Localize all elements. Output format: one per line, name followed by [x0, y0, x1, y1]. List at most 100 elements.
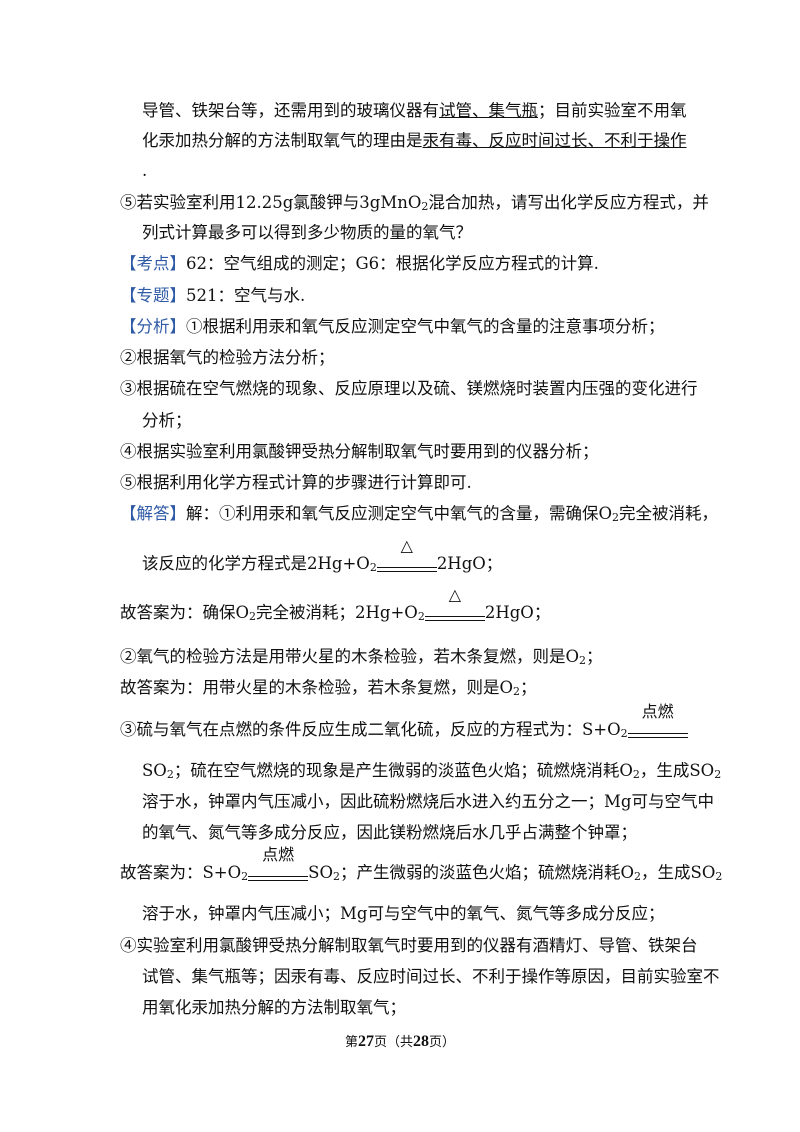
subscript: 2 [369, 561, 377, 574]
text: ；产生微弱的淡蓝色火焰；硫燃烧消耗O [340, 863, 635, 882]
text: 521：空气与水. [186, 286, 306, 305]
heat-condition: △ [448, 585, 461, 604]
text: 故答案为：S+O [120, 863, 242, 882]
zhuanti-line: 【专题】521：空气与水. [120, 285, 305, 307]
subscript: 2 [333, 870, 340, 883]
subscript: 2 [632, 768, 640, 781]
text: SO [308, 863, 333, 882]
text: ；硫在空气燃烧的现象是产生微弱的淡蓝色火焰；硫燃烧消耗O [173, 761, 633, 780]
page-footer: 第27页（共28页） [0, 1031, 800, 1051]
text: ； [520, 678, 537, 697]
text: ②氧气的检验方法是用带火星的木条检验，若木条复燃，则是O [120, 647, 580, 666]
equation-line: 该反应的化学方程式是2Hg+O2 △ 2HgO； [142, 536, 503, 579]
ignition-condition: 点燃 [262, 845, 295, 864]
subscript: 2 [417, 610, 425, 623]
text-line: 分析； [142, 410, 192, 432]
subscript: 2 [579, 654, 587, 667]
footer-text: 页（共 [373, 1034, 413, 1049]
subscript: 2 [166, 768, 174, 781]
page-number: 27 [357, 1033, 374, 1050]
ignition-condition: 点燃 [641, 702, 674, 721]
text: 分析； [142, 411, 192, 430]
subscript: 2 [634, 870, 642, 883]
text: 的氧气、氮气等多成分反应，因此镁粉燃烧后水几乎占满整个钟罩； [142, 823, 637, 842]
reaction-equals-sign: △ [376, 536, 437, 579]
reaction-equals-sign: 点燃 [248, 845, 309, 888]
text: 化汞加热分解的方法制取氧气的理由是 [142, 131, 423, 150]
total-pages: 28 [413, 1033, 429, 1050]
text: SO [142, 761, 167, 780]
text: ，生成SO [639, 761, 715, 780]
text: 列式计算最多可以得到多少物质的量的氧气？ [142, 223, 472, 242]
text-line: . [142, 160, 147, 182]
text-line: ④根据实验室利用氯酸钾受热分解制取氧气时要用到的仪器分析； [120, 441, 599, 463]
fenxi-line: 【分析】①根据利用汞和氧气反应测定空气中氧气的含量的注意事项分析； [120, 316, 665, 338]
text-line: ②根据氧气的检验方法分析； [120, 347, 335, 369]
text: 故答案为：用带火星的木条检验，若木条复燃，则是O [120, 678, 514, 697]
text-line: 化汞加热分解的方法制取氧气的理由是汞有毒、反应时间过长、不利于操作 [142, 130, 687, 152]
text-line: 的氧气、氮气等多成分反应，因此镁粉燃烧后水几乎占满整个钟罩； [142, 822, 637, 844]
text: 完全被消耗；2Hg+O [256, 603, 418, 622]
text: 试管、集气瓶等；因汞有毒、反应时间过长、不利于操作等原因，目前实验室不 [142, 967, 720, 986]
footer-text: 页） [429, 1034, 456, 1049]
text-line: ②氧气的检验方法是用带火星的木条检验，若木条复燃，则是O2； [120, 646, 603, 672]
text: ，生成SO [641, 863, 716, 882]
text: ②根据氧气的检验方法分析； [120, 348, 335, 367]
reaction-equals-sign: △ [424, 585, 485, 628]
text: ；目前实验室不用氧 [538, 101, 687, 120]
underlined-answer: 试管、集气瓶 [439, 101, 538, 120]
text: 完全被消耗， [619, 504, 719, 523]
text-line: SO2；硫在空气燃烧的现象是产生微弱的淡蓝色火焰；硫燃烧消耗O2，生成SO2 [142, 760, 721, 786]
text: 故答案为：确保O [120, 603, 250, 622]
subscript: 2 [612, 511, 620, 524]
subscript: 2 [421, 200, 429, 213]
section-tag: 【专题】 [120, 286, 186, 305]
footer-text: 第 [344, 1034, 358, 1049]
text: ④根据实验室利用氯酸钾受热分解制取氧气时要用到的仪器分析； [120, 442, 599, 461]
underlined-answer: 汞有毒、反应时间过长、不利于操作 [422, 131, 687, 150]
text: 该反应的化学方程式是2Hg+O [142, 554, 370, 573]
text: ④实验室利用氯酸钾受热分解制取氧气时要用到的仪器有酒精灯、导管、铁架台 [120, 936, 698, 955]
text: 62：空气组成的测定；G6：根据化学反应方程式的计算. [186, 254, 599, 273]
subscript: 2 [714, 768, 722, 781]
text-line: ④实验室利用氯酸钾受热分解制取氧气时要用到的仪器有酒精灯、导管、铁架台 [120, 935, 698, 957]
text-line: 列式计算最多可以得到多少物质的量的氧气？ [142, 222, 472, 244]
subscript: 2 [513, 685, 521, 698]
subscript: 2 [249, 610, 257, 623]
text: 混合加热，请写出化学反应方程式，并 [428, 193, 709, 212]
text-line: ③根据硫在空气燃烧的现象、反应原理以及硫、镁燃烧时装置内压强的变化进行 [120, 378, 698, 400]
reaction-equals-sign: 点燃 [627, 702, 688, 745]
equation-line: ③硫与氧气在点燃的条件反应生成二氧化硫，反应的方程式为：S+O2 点燃 [120, 702, 688, 745]
answer-line: 故答案为：用带火星的木条检验，若木条复燃，则是O2； [120, 677, 537, 703]
text: 导管、铁架台等，还需用到的玻璃仪器有 [142, 101, 439, 120]
text: 用氧化汞加热分解的方法制取氧气； [142, 998, 406, 1017]
heat-condition: △ [400, 536, 413, 555]
text: ③硫与氧气在点燃的条件反应生成二氧化硫，反应的方程式为：S+O [120, 720, 621, 739]
text-line: 溶于水，钟罩内气压减小；Mg可与空气中的氧气、氮气等多成分反应； [142, 903, 664, 925]
section-tag: 【解答】 [120, 504, 186, 523]
text: 解：①利用汞和氧气反应测定空气中氧气的含量，需确保O [186, 504, 613, 523]
subscript: 2 [715, 870, 723, 883]
text: 溶于水，钟罩内气压减小；Mg可与空气中的氧气、氮气等多成分反应； [142, 904, 665, 923]
text: . [142, 161, 148, 180]
answer-line: 故答案为：确保O2完全被消耗；2Hg+O2△2HgO； [120, 585, 551, 628]
text: ③根据硫在空气燃烧的现象、反应原理以及硫、镁燃烧时装置内压强的变化进行 [120, 379, 698, 398]
text-line: 导管、铁架台等，还需用到的玻璃仪器有试管、集气瓶；目前实验室不用氧 [142, 100, 687, 122]
text: 2HgO； [484, 603, 551, 622]
jieda-line: 【解答】解：①利用汞和氧气反应测定空气中氧气的含量，需确保O2完全被消耗， [120, 503, 718, 529]
text: 2HgO； [436, 554, 503, 573]
kaodian-line: 【考点】62：空气组成的测定；G6：根据化学反应方程式的计算. [120, 253, 599, 275]
section-tag: 【分析】 [120, 317, 186, 336]
text: ⑤若实验室利用12.25g氯酸钾与3gMnO [120, 193, 422, 212]
text-line: 用氧化汞加热分解的方法制取氧气； [142, 997, 406, 1019]
text-line: ⑤根据利用化学方程式计算的步骤进行计算即可. [120, 472, 472, 494]
text: ； [586, 647, 603, 666]
section-tag: 【考点】 [120, 254, 186, 273]
subscript: 2 [620, 727, 628, 740]
question-5: ⑤若实验室利用12.25g氯酸钾与3gMnO2混合加热，请写出化学反应方程式，并 [120, 192, 709, 218]
text: 溶于水，钟罩内气压减小，因此硫粉燃烧后水进入约五分之一；Mg可与空气中 [142, 792, 714, 811]
subscript: 2 [241, 870, 249, 883]
text-line: 试管、集气瓶等；因汞有毒、反应时间过长、不利于操作等原因，目前实验室不 [142, 966, 720, 988]
text: ①根据利用汞和氧气反应测定空气中氧气的含量的注意事项分析； [186, 317, 665, 336]
